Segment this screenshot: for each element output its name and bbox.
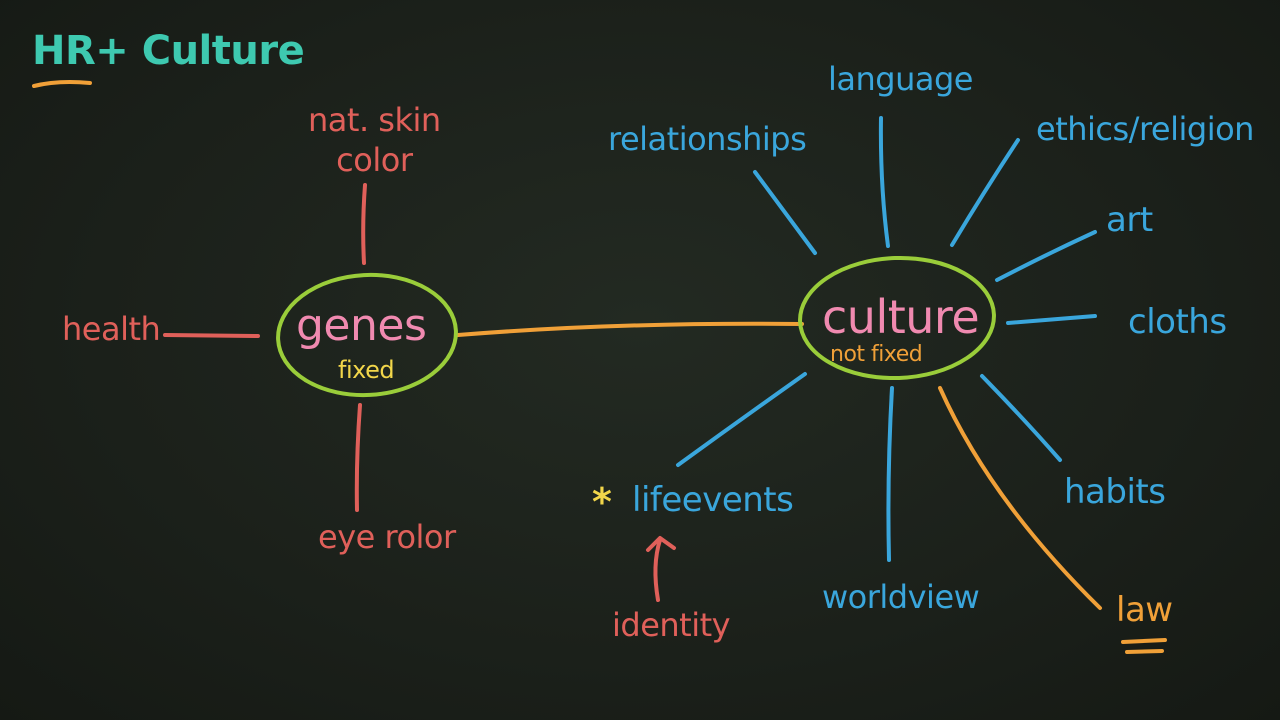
law-underline-1	[1121, 638, 1167, 644]
title-rest: + Culture	[95, 28, 305, 74]
line-genes-top	[361, 183, 367, 265]
culture-label: culture	[822, 290, 980, 344]
identity-arrow-head	[646, 536, 676, 552]
culture-ellipse	[798, 255, 996, 381]
branch-ethics-religion: ethics/religion	[1036, 110, 1254, 148]
line-worldview	[886, 386, 894, 562]
line-habits	[980, 374, 1062, 462]
branch-art: art	[1106, 200, 1153, 240]
genes-sublabel: fixed	[338, 356, 395, 384]
identity-label: identity	[612, 606, 731, 644]
branch-health: health	[62, 310, 161, 348]
line-genes-bottom	[354, 403, 362, 512]
identity-arrow-shaft	[653, 538, 662, 602]
branch-language: language	[828, 60, 973, 98]
line-art	[995, 230, 1097, 282]
branch-eye-color: eye rolor	[318, 518, 456, 556]
law-underline-2	[1125, 649, 1164, 654]
title-underline	[32, 80, 92, 88]
page-title: HR+ Culture	[32, 28, 305, 74]
line-genes-culture	[456, 321, 804, 337]
line-lifeevents	[676, 372, 807, 467]
title-hr: HR	[32, 28, 96, 74]
genes-label: genes	[296, 300, 427, 351]
branch-skin-color: nat. skin color	[308, 101, 441, 179]
line-language	[878, 116, 890, 248]
genes-ellipse	[276, 272, 458, 398]
line-ethics	[950, 138, 1020, 247]
line-genes-left	[163, 333, 260, 338]
branch-law: law	[1116, 590, 1173, 630]
branch-cloths: cloths	[1128, 302, 1227, 342]
branch-lifeevents: lifeevents	[632, 480, 794, 520]
line-relationships	[753, 170, 817, 255]
line-law	[938, 386, 1102, 610]
branch-habits: habits	[1064, 472, 1166, 512]
branch-relationships: relationships	[608, 120, 807, 158]
branch-worldview: worldview	[822, 578, 980, 616]
line-cloths	[1006, 314, 1097, 325]
culture-sublabel: not fixed	[830, 342, 923, 367]
asterisk-marker: *	[592, 480, 612, 524]
